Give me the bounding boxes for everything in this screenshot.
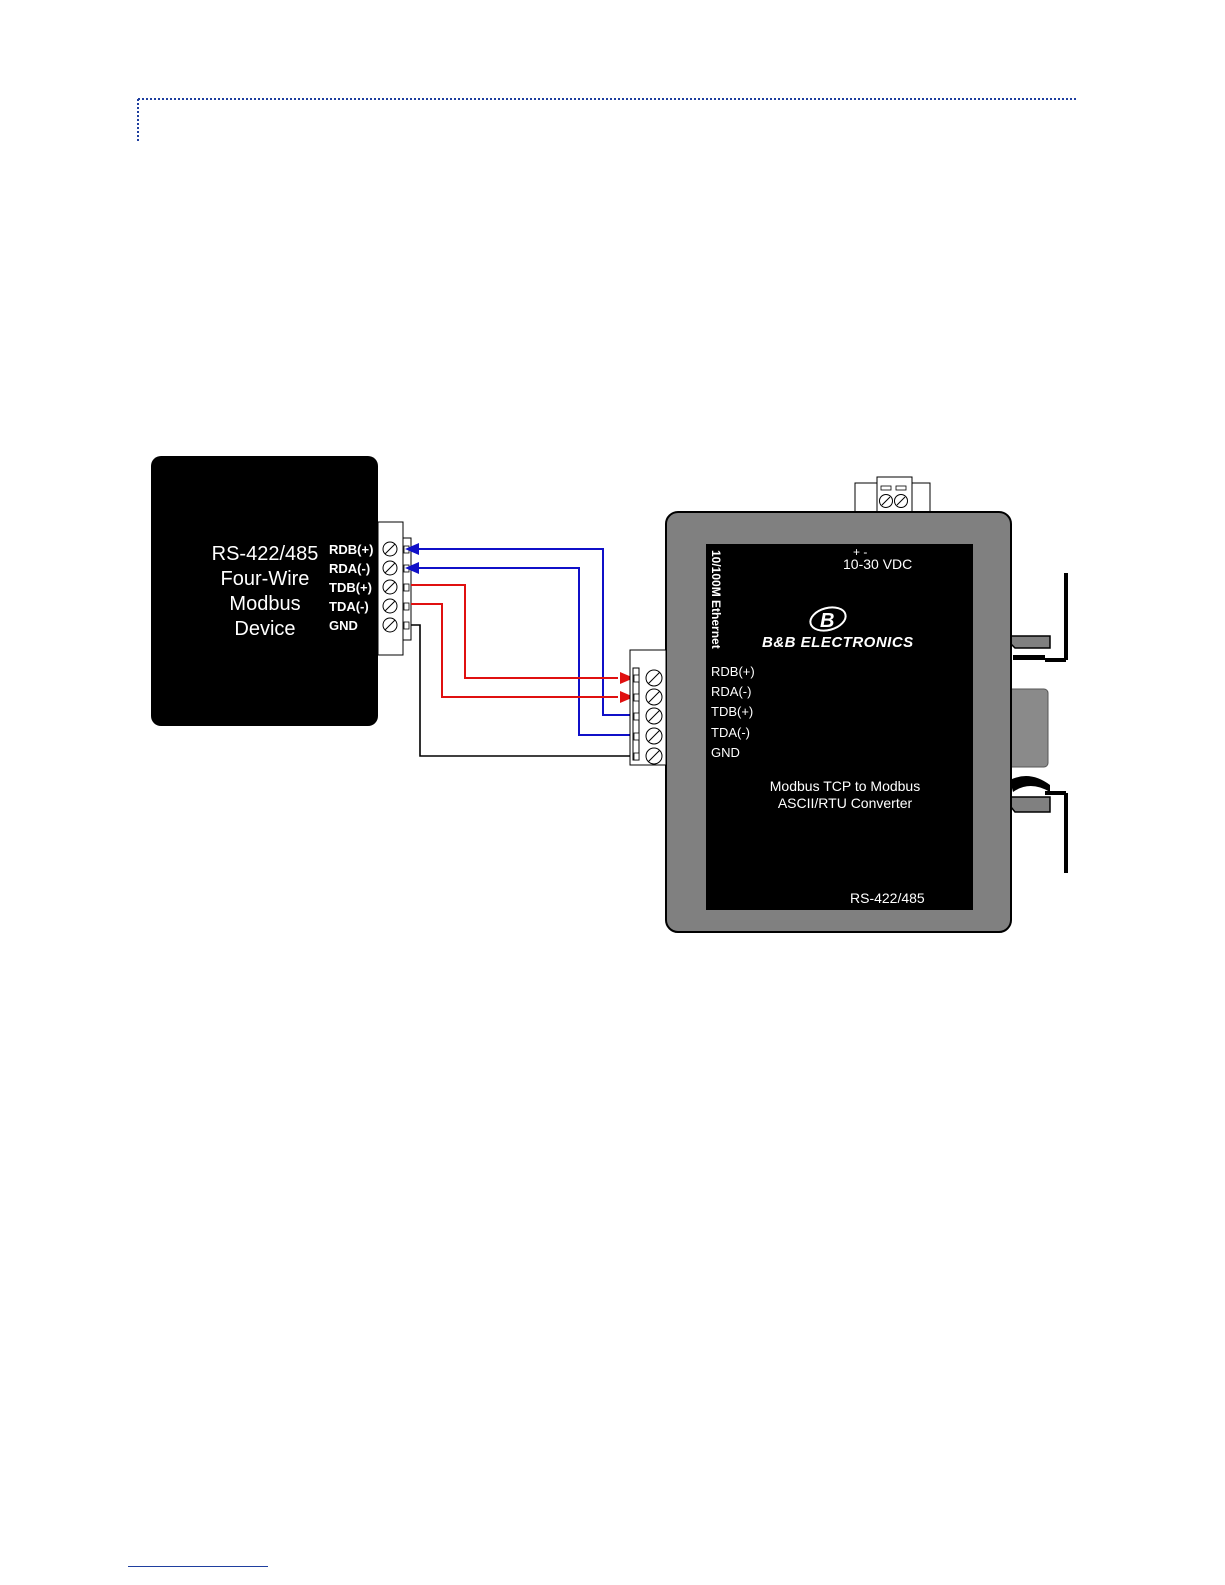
device-title-line-4: Device — [234, 618, 295, 640]
ethernet-port-label: 10/100M Ethernet — [709, 550, 723, 649]
converter: 10/100M Ethernet + - 10-30 VDC B B&B ELE… — [630, 477, 1066, 932]
device-terminal-label-rdb: RDB(+) — [329, 542, 373, 557]
svg-text:B&B ELECTRONICS: B&B ELECTRONICS — [762, 634, 914, 651]
device-terminal-label-tda: TDA(-) — [329, 599, 369, 614]
converter-terminal-label-rdb: RDB(+) — [711, 664, 755, 679]
converter-terminal-label-gnd: GND — [711, 745, 740, 760]
converter-terminal-label-tdb: TDB(+) — [711, 704, 753, 719]
converter-description-line-2: ASCII/RTU Converter — [778, 795, 913, 811]
power-voltage-label: 10-30 VDC — [843, 556, 912, 572]
device-title-line-3: Modbus — [229, 593, 300, 615]
converter-interface-label: RS-422/485 — [850, 890, 925, 906]
device-terminal-block — [378, 522, 411, 655]
converter-terminal-label-rda: RDA(-) — [711, 684, 751, 699]
modbus-device: RS-422/485 Four-Wire Modbus Device RDB(+… — [151, 456, 411, 726]
wire-gnd-to-gnd — [411, 625, 633, 756]
device-title-line-2: Four-Wire — [221, 568, 310, 590]
wires — [405, 543, 634, 756]
device-terminal-label-gnd: GND — [329, 618, 358, 633]
header-rule — [138, 99, 1078, 142]
converter-description-line-1: Modbus TCP to Modbus — [770, 778, 920, 794]
din-rail-clip — [1003, 573, 1066, 873]
device-terminal-label-rda: RDA(-) — [329, 561, 370, 576]
svg-text:B: B — [820, 610, 834, 632]
converter-terminal-block — [630, 650, 666, 765]
converter-terminal-label-tda: TDA(-) — [711, 725, 750, 740]
wire-tda-to-rda — [411, 604, 618, 697]
wire-rda-to-tda — [417, 568, 633, 735]
power-connector — [855, 477, 930, 513]
footer-rule — [128, 1566, 268, 1567]
device-terminal-label-tdb: TDB(+) — [329, 580, 372, 595]
wire-rdb-to-tdb — [417, 549, 633, 715]
device-title-line-1: RS-422/485 — [212, 543, 319, 565]
